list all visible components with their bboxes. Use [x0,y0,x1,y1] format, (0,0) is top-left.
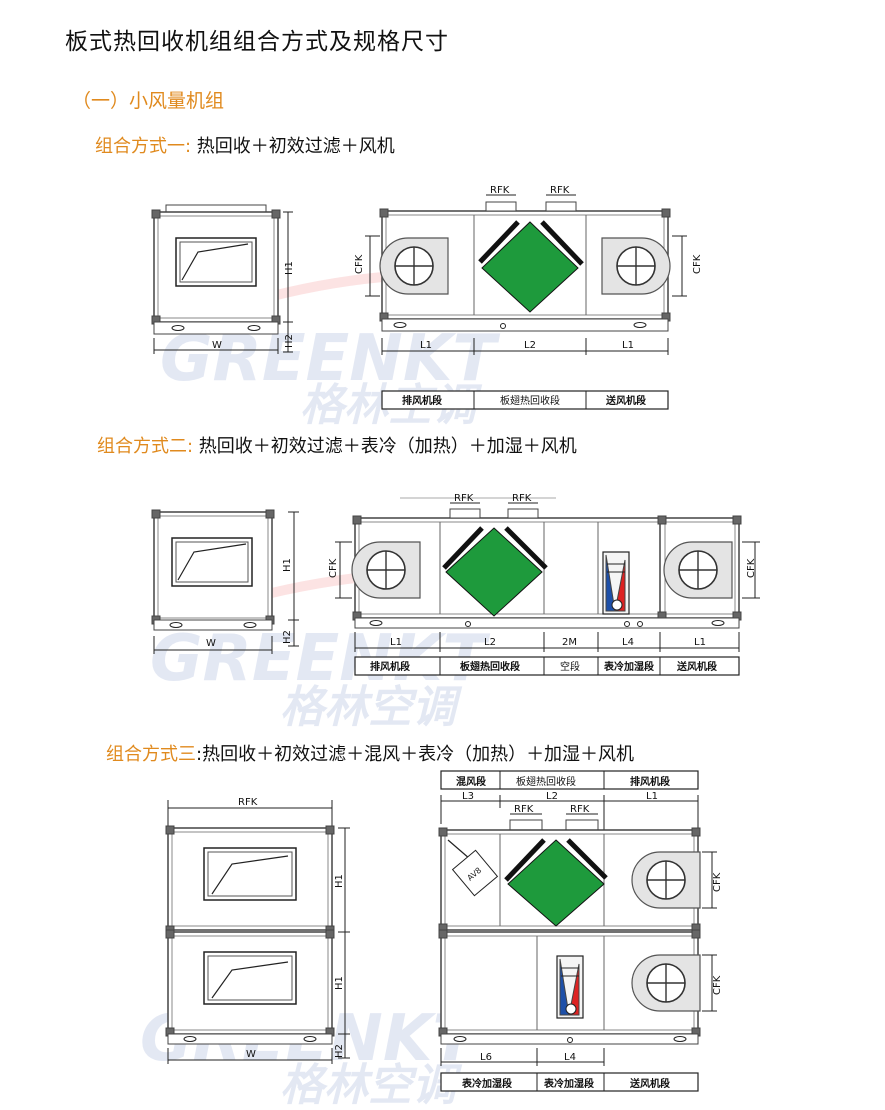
d1-caption-3: 送风机段 [605,394,646,407]
watermark-cn-3: 格林空调 [280,1060,463,1110]
d3-dim-rfk-front: RFK [238,797,258,808]
combo-3-heading: 组合方式三:热回收＋初效过滤＋混风＋表冷（加热）＋加湿＋风机 [106,740,634,766]
d1-dim-h1: H1 [284,261,295,275]
diagram-3: RFK W H1 H1 H2 AV8 [165,770,723,1092]
d1-side-view [365,194,687,410]
d3-dim-l4: L4 [564,1052,576,1063]
d3-dim-h2: H2 [334,1044,345,1058]
d2-rfk-1: RFK [454,493,474,504]
watermark-cn-2: 格林空调 [280,682,463,733]
d2-dim-w: W [206,638,216,649]
section-heading: （一）小风量机组 [72,90,225,112]
d1-cfk-left: CFK [354,254,365,274]
d2-dim-l2: L2 [484,637,496,648]
combo-1-label: 组合方式一: [95,136,192,157]
d2-side-view [335,497,760,676]
d2-dim-l1-right: L1 [694,637,706,648]
diagram-1: W H1 H2 [151,185,703,410]
d1-cfk-right: CFK [692,254,703,274]
combo-1-heading: 组合方式一: 热回收＋初效过滤＋风机 [95,132,395,158]
d3-dim-h1-bottom: H1 [334,976,345,990]
d2-cfk-right: CFK [746,558,757,578]
d1-rfk-2: RFK [550,185,570,196]
d2-dim-h1: H1 [282,558,293,572]
d3-top-caption-3: 排风机段 [630,775,670,788]
d1-dim-w: W [212,340,222,351]
d3-top-caption-1: 混风段 [456,775,486,788]
d1-dim-l1-left: L1 [420,340,432,351]
d3-dim-l2: L2 [546,791,558,802]
d2-caption-1: 排风机段 [370,660,410,673]
combo-3-text: :热回收＋初效过滤＋混风＋表冷（加热）＋加湿＋风机 [196,744,635,765]
d3-cfk-top: CFK [712,872,723,892]
d1-rfk-1: RFK [490,185,510,196]
d3-side-view: AV8 [438,770,717,1092]
d2-dim-h2: H2 [282,630,293,644]
d2-cfk-left: CFK [328,558,339,578]
d1-dim-l2: L2 [524,340,536,351]
d1-front-view [151,204,293,354]
d3-dim-w: W [246,1049,256,1060]
combo-1-text: 热回收＋初效过滤＋风机 [191,136,395,157]
d1-dim-l1-right: L1 [622,340,634,351]
d3-front-view [165,800,350,1064]
diagram-2: W H1 H2 [151,493,760,676]
d2-rfk-2: RFK [512,493,532,504]
d1-caption-2: 板翅热回收段 [500,394,560,407]
d2-dim-2m: 2M [562,637,577,648]
d2-caption-4: 表冷加湿段 [603,660,654,673]
combo-2-heading: 组合方式二: 热回收＋初效过滤＋表冷（加热）＋加湿＋风机 [97,432,577,458]
d2-dim-l4: L4 [622,637,634,648]
d3-rfk-2: RFK [570,804,590,815]
d2-dim-l1-left: L1 [390,637,402,648]
d2-caption-5: 送风机段 [676,660,717,673]
d3-bottom-caption-1: 表冷加湿段 [461,1077,512,1090]
d1-caption-1: 排风机段 [402,394,442,407]
d2-front-view [151,509,299,654]
d3-dim-h1-top: H1 [334,874,345,888]
d3-bottom-caption-2: 表冷加湿段 [543,1077,594,1090]
page-title: 板式热回收机组组合方式及规格尺寸 [65,29,449,55]
d3-bottom-caption-3: 送风机段 [629,1077,670,1090]
d3-top-caption-2: 板翅热回收段 [516,775,576,788]
d3-dim-l6: L6 [480,1052,492,1063]
combo-3-label: 组合方式三 [106,744,196,765]
d1-dim-h2: H2 [284,334,295,348]
d3-cfk-bottom: CFK [712,975,723,995]
d3-dim-l1: L1 [646,791,658,802]
combo-2-label: 组合方式二: [97,436,194,457]
combo-2-text: 热回收＋初效过滤＋表冷（加热）＋加湿＋风机 [193,436,577,457]
d3-rfk-1: RFK [514,804,534,815]
d3-dim-l3: L3 [462,791,474,802]
d2-caption-2: 板翅热回收段 [460,660,520,673]
d2-caption-3: 空段 [560,660,580,673]
